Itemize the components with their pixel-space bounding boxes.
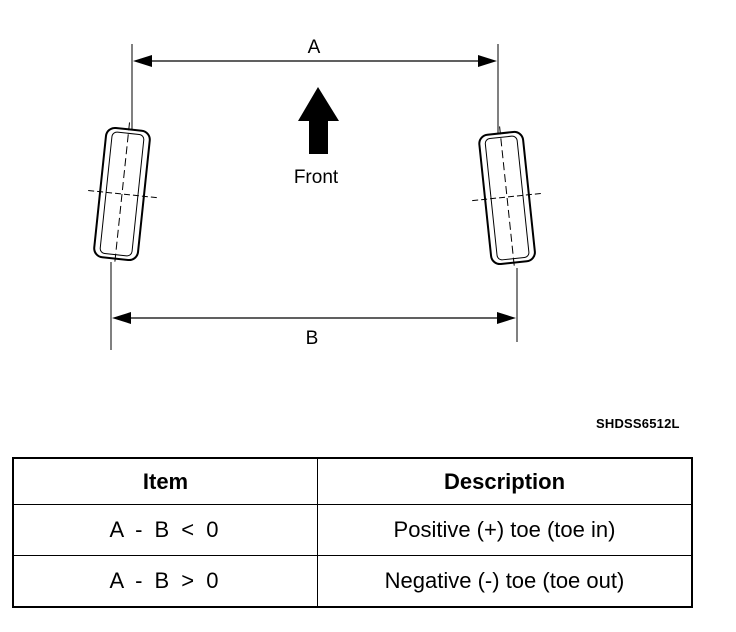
left-wheel	[88, 122, 158, 266]
dimension-b: B	[110, 262, 518, 350]
right-wheel-centerline	[499, 126, 516, 270]
row-description: Negative (-) toe (toe out)	[317, 555, 693, 608]
dimension-a: A	[131, 37, 499, 134]
dimension-a-arrow-right	[478, 55, 497, 67]
front-arrow: Front	[294, 87, 339, 188]
front-arrow-icon	[298, 87, 339, 154]
right-wheel	[472, 126, 544, 270]
figure-code: SHDSS6512L	[596, 416, 680, 431]
dimension-a-label: A	[308, 37, 321, 58]
left-wheel-centerline	[113, 122, 131, 266]
toe-diagram: A Front B	[88, 37, 544, 350]
row-description: Positive (+) toe (toe in)	[317, 504, 693, 556]
table-row: A - B > 0 Negative (-) toe (toe out)	[12, 555, 693, 608]
left-wheel-axle-line	[88, 189, 158, 199]
table-header-row: Item Description	[12, 457, 693, 505]
header-description: Description	[317, 457, 693, 505]
toe-table: Item Description A - B < 0 Positive (+) …	[12, 457, 693, 608]
dimension-b-label: B	[306, 328, 319, 349]
row-item: A - B < 0	[12, 504, 318, 556]
front-label: Front	[294, 167, 339, 188]
header-item: Item	[12, 457, 318, 505]
table-row: A - B < 0 Positive (+) toe (toe in)	[12, 504, 693, 556]
dimension-a-arrow-left	[133, 55, 152, 67]
dimension-b-arrow-right	[497, 312, 516, 324]
dimension-b-arrow-left	[112, 312, 131, 324]
row-item: A - B > 0	[12, 555, 318, 608]
